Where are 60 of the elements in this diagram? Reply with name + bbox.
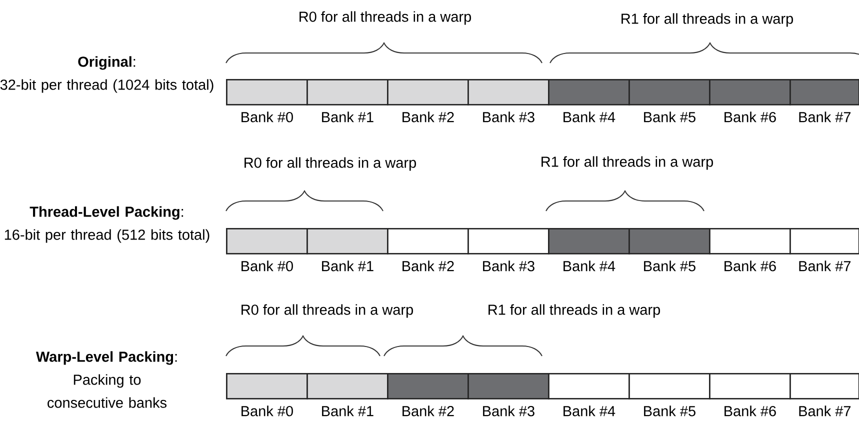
bank-cell <box>548 373 630 400</box>
bank-label: Bank #7 <box>799 406 851 416</box>
brace-label: R1 for all threads in a warp <box>542 156 713 170</box>
brace-label: R1 for all threads in a warp <box>622 13 793 27</box>
bank-label: Bank #3 <box>483 260 534 272</box>
brace-label: R1 for all threads in a warp <box>488 304 660 318</box>
bank-cell <box>628 373 710 400</box>
bank-cell <box>628 228 710 254</box>
bank-label: Bank #6 <box>724 260 776 272</box>
bank-label: Bank #2 <box>402 406 454 416</box>
bank-label: Bank #6 <box>724 112 776 122</box>
bank-label: Bank #2 <box>402 112 454 122</box>
bank-label: Bank #2 <box>402 260 454 272</box>
bank-cell <box>226 373 308 400</box>
bank-label: Bank #0 <box>242 112 293 122</box>
bank-cell <box>226 79 308 106</box>
bank-cell <box>226 228 308 254</box>
bank-cell <box>628 79 710 106</box>
bank-cell <box>468 79 550 106</box>
bank-label: Bank #5 <box>644 112 696 122</box>
bank-label: Bank #3 <box>483 406 534 416</box>
row-description: Packing to consecutive banks <box>48 374 166 408</box>
bank-cell <box>709 79 791 106</box>
bank-label: Bank #5 <box>644 406 696 416</box>
row-description: Warp-Level Packing: <box>36 351 177 365</box>
bank-cell <box>709 228 791 254</box>
bank-cell <box>790 79 859 106</box>
bank-label: Bank #0 <box>242 406 293 416</box>
bank-cell <box>468 228 550 254</box>
bank-label: Bank #5 <box>644 260 696 272</box>
bank-label: Bank #4 <box>564 260 616 272</box>
bank-cell <box>306 373 388 400</box>
bank-label: Bank #1 <box>322 260 374 272</box>
bank-cell <box>306 79 388 106</box>
bank-cell <box>548 79 630 106</box>
bank-cell <box>548 228 630 254</box>
brace-label: R0 for all threads in a warp <box>300 11 471 25</box>
row-description: 16-bit per thread (512 bits total) <box>4 229 210 243</box>
bank-label: Bank #6 <box>724 406 776 416</box>
row-description: 32-bit per thread (1024 bits total) <box>0 79 214 93</box>
bank-cell <box>387 228 469 254</box>
bank-label: Bank #7 <box>799 112 851 122</box>
bank-cell <box>790 228 859 254</box>
bank-cell <box>387 79 469 106</box>
bank-cell <box>790 373 859 400</box>
bank-cell <box>387 373 469 400</box>
bank-cell <box>468 373 550 400</box>
bank-cell <box>709 373 791 400</box>
bank-cell <box>306 228 388 254</box>
bank-label: Bank #4 <box>564 406 616 416</box>
bank-label: Bank #3 <box>483 112 534 122</box>
bank-label: Bank #7 <box>799 260 851 272</box>
row-description: Original: <box>78 56 136 70</box>
row-description: Thread-Level Packing: <box>30 206 184 220</box>
bank-label: Bank #1 <box>322 406 374 416</box>
bank-label: Bank #1 <box>322 112 374 122</box>
bank-label: Bank #4 <box>564 112 616 122</box>
bank-label: Bank #0 <box>242 260 293 272</box>
brace-label: R0 for all threads in a warp <box>244 157 416 171</box>
brace-label: R0 for all threads in a warp <box>242 304 413 318</box>
